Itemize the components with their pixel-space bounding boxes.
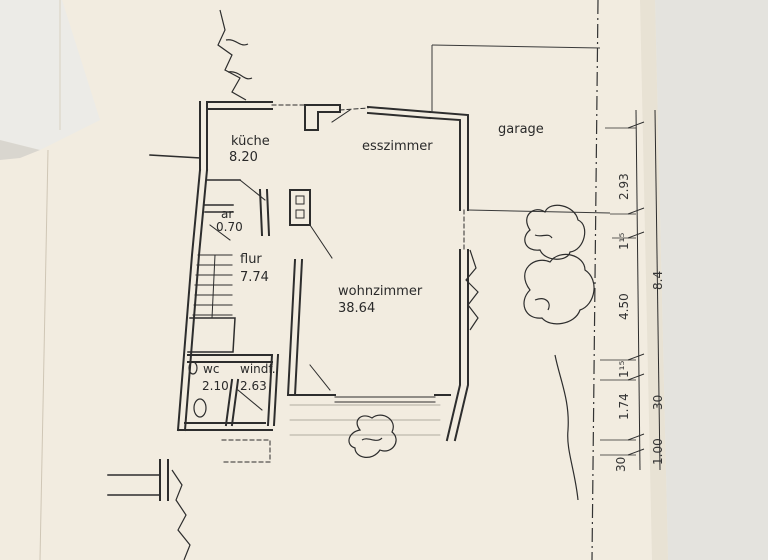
wall-wc-north [187, 354, 273, 363]
wc-sink [188, 361, 198, 375]
patio-furniture [348, 414, 397, 458]
dim-label-100: 1.00 [651, 438, 665, 465]
wall-kueche-flur [258, 188, 271, 237]
wall-flur-wohnen [286, 258, 304, 397]
garage-wall-north [431, 44, 601, 49]
wall-kueche-north [206, 101, 273, 110]
line-west-wall-ext [149, 154, 201, 159]
wall-ar [204, 204, 234, 213]
door-kueche [239, 179, 266, 201]
patio-furniture-detail [361, 437, 383, 441]
wc-toilet [193, 398, 207, 418]
dim-label-30: 30 [614, 457, 628, 472]
wall-south-entrance [177, 422, 273, 431]
dimension-chain [600, 109, 661, 471]
room-label-wc: wc [203, 362, 219, 376]
boundary-post [159, 459, 169, 501]
garage-wall-south [467, 209, 611, 214]
room-label-garage: garage [498, 122, 544, 137]
page-crease-line [39, 149, 49, 560]
room-area-flur: 7.74 [240, 270, 269, 285]
hedge-north-leaves [225, 39, 253, 80]
room-area-ar: 0.70 [216, 220, 243, 234]
door-wohnzimmer [309, 224, 333, 259]
room-label-windf: windf. [240, 362, 276, 376]
dim-label-174: 1.74 [617, 393, 631, 420]
room-label-wohnzimmer: wohnzimmer [338, 284, 423, 299]
hedge-east [465, 249, 479, 331]
hedge-south [171, 469, 191, 560]
tree-upper [524, 204, 586, 260]
entrance-steps [221, 439, 271, 463]
garage-outline [431, 44, 611, 214]
room-area-windf: 2.63 [240, 379, 267, 393]
shrub-line [554, 354, 579, 501]
door-ar [209, 224, 231, 241]
paper-edge-shade [640, 0, 668, 560]
hedge-north [217, 9, 247, 101]
wall-east-upper [428, 110, 469, 211]
door-windf [237, 389, 263, 411]
door-esszimmer [331, 109, 351, 123]
tree-details [534, 234, 553, 311]
wall-esszimmer-north [366, 105, 432, 120]
door-terrace [309, 364, 331, 391]
chimney-niche [304, 104, 341, 131]
dim-label-115-b: 1¹⁵ [617, 361, 631, 378]
room-label-ar: ar [221, 207, 233, 221]
tree-lower [523, 253, 595, 325]
vegetation-group [171, 9, 595, 560]
room-area-kueche: 8.20 [229, 150, 258, 165]
room-label-flur: flur [240, 252, 262, 267]
terrace-grid [289, 404, 441, 436]
dim-ticks [627, 121, 645, 456]
paper-sheet [0, 0, 668, 560]
stair-rail [211, 254, 216, 319]
wall-windf-east [266, 353, 280, 427]
window-esszimmer [339, 107, 369, 111]
walls-group [107, 101, 469, 501]
fold-shadow [0, 140, 40, 160]
room-label-esszimmer: esszimmer [362, 139, 433, 154]
dim-label-293: 2.93 [617, 173, 631, 200]
dim-line-outer [654, 109, 661, 471]
column-detail [295, 195, 305, 219]
property-line [591, 0, 599, 560]
window-wohnzimmer-south [334, 396, 436, 403]
folded-corner [0, 0, 100, 150]
dim-label-115-a: 1¹⁵ [617, 233, 631, 250]
dim-label-84: 8.4 [651, 271, 665, 290]
dim-label-450: 4.50 [617, 293, 631, 320]
room-area-wc: 2.10 [202, 379, 229, 393]
wall-east-lower [445, 249, 469, 442]
wall-wc-windf [224, 378, 240, 427]
dim-label-30-b: 30 [651, 395, 665, 410]
room-label-kueche: küche [231, 134, 270, 149]
room-area-wohnzimmer: 38.64 [338, 301, 375, 316]
dim-extension-lines [600, 127, 636, 456]
dim-line-main [635, 109, 641, 471]
